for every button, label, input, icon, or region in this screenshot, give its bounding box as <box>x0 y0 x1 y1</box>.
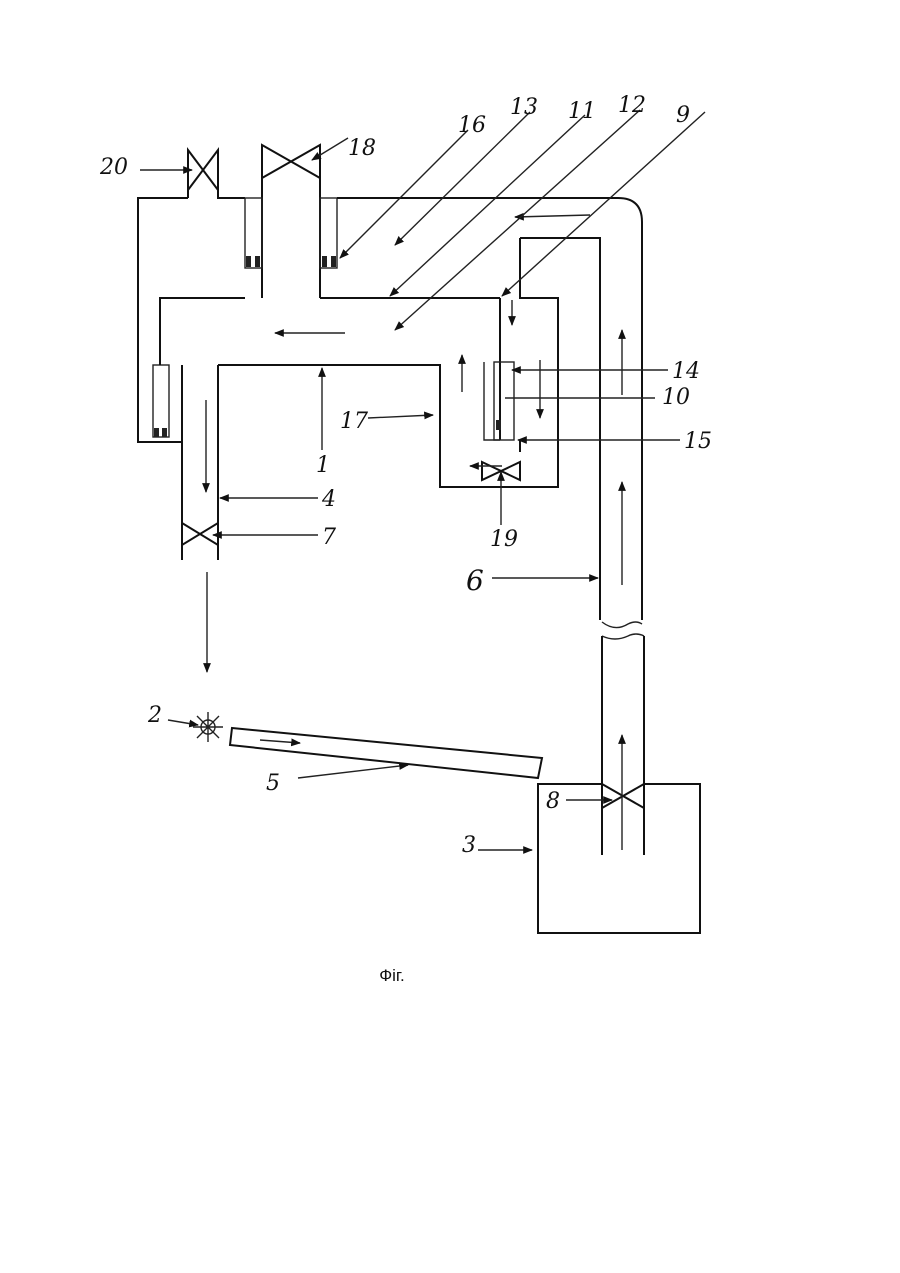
label-20: 20 <box>99 155 128 180</box>
label-13: 13 <box>510 95 538 120</box>
label-12: 12 <box>618 93 646 118</box>
tank-3 <box>538 784 700 933</box>
fan-2 <box>193 712 223 742</box>
header-pipe <box>160 238 558 560</box>
label-16: 16 <box>458 113 486 138</box>
label-2: 2 <box>147 703 162 728</box>
filter-16 <box>245 198 337 268</box>
label-5: 5 <box>266 771 280 796</box>
leader-lines <box>140 110 705 850</box>
valve-7 <box>182 523 218 545</box>
label-15: 15 <box>684 429 712 454</box>
reference-numerals: 20 18 16 13 11 12 9 14 10 15 17 1 4 7 19… <box>99 93 712 858</box>
flow-arrows <box>206 215 622 850</box>
label-11: 11 <box>568 99 596 124</box>
valve-20 <box>188 150 245 198</box>
label-17: 17 <box>340 409 368 434</box>
label-9: 9 <box>676 103 690 128</box>
label-18: 18 <box>348 136 376 161</box>
label-14: 14 <box>672 359 700 384</box>
label-19: 19 <box>490 527 518 552</box>
label-3: 3 <box>462 833 476 858</box>
label-10: 10 <box>662 385 690 410</box>
valve-18 <box>262 145 320 298</box>
label-7: 7 <box>322 525 336 550</box>
figure-caption: Фіг. <box>0 966 784 986</box>
label-6: 6 <box>466 564 484 597</box>
label-1: 1 <box>316 453 330 478</box>
bypass-loop <box>138 198 188 442</box>
label-8: 8 <box>546 789 560 814</box>
label-4: 4 <box>321 487 336 512</box>
